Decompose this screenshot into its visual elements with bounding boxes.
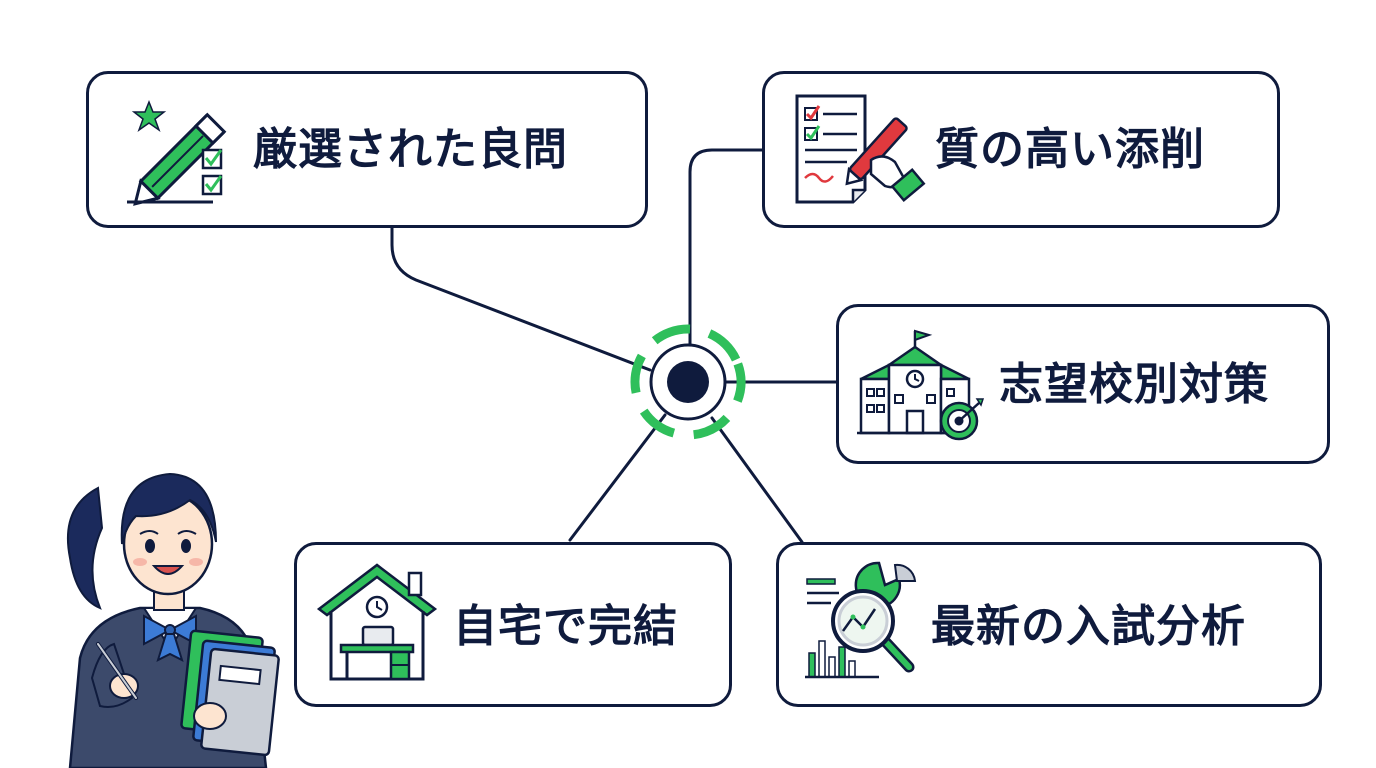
hub-node-icon — [630, 324, 746, 440]
document-correction-icon — [795, 94, 926, 204]
card-selected-problems: 厳選された良問 — [86, 71, 648, 228]
pencil-checklist-icon — [127, 99, 227, 206]
school-target-icon — [857, 329, 985, 441]
home-desk-icon — [316, 563, 438, 681]
student-with-notebooks-icon — [66, 472, 280, 768]
connector-complete-at-home — [568, 413, 667, 542]
card-complete-at-home: 自宅で完結 — [294, 542, 732, 707]
connector-selected-problems — [390, 226, 652, 372]
analysis-magnifier-icon — [805, 561, 917, 679]
connector-exam-analysis — [710, 416, 804, 544]
card-label-selected-problems: 厳選された良問 — [253, 124, 568, 175]
card-label-complete-at-home: 自宅で完結 — [453, 601, 678, 652]
card-school-strategy: 志望校別対策 — [836, 304, 1330, 464]
card-quality-correction: 質の高い添削 — [762, 71, 1280, 228]
card-label-exam-analysis: 最新の入試分析 — [931, 601, 1246, 652]
card-label-school-strategy: 志望校別対策 — [999, 359, 1269, 410]
connector-quality-correction — [688, 148, 764, 347]
card-exam-analysis: 最新の入試分析 — [776, 542, 1322, 707]
card-label-quality-correction: 質の高い添削 — [935, 124, 1205, 175]
